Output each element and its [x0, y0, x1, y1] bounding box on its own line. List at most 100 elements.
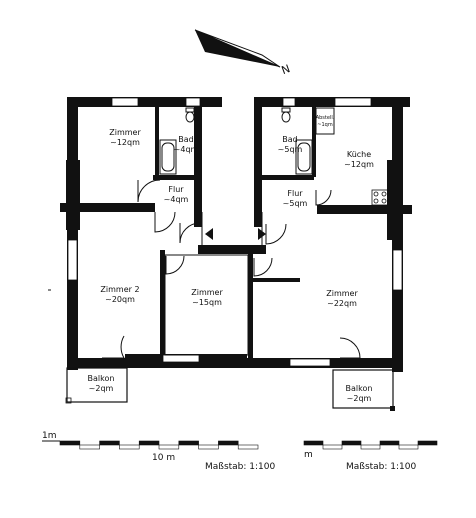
room-flur-left-name: Flur [168, 185, 184, 194]
wall-bad-left-side [155, 107, 159, 177]
scale-bar-left: 1m 10 m Maßstab: 1:100 [42, 431, 275, 472]
window-zimmer-se [289, 358, 331, 367]
door-zimmer-mid [165, 255, 185, 275]
door-zimmer-nw [137, 179, 161, 203]
entrance-arrow-right-icon [258, 228, 266, 240]
doors [102, 179, 361, 359]
room-abstell-area: ~1qm [317, 122, 333, 128]
scale-left-caption: Maßstab: 1:100 [205, 462, 275, 472]
door-flur-right [265, 223, 287, 245]
scale-segment [59, 440, 81, 446]
wall-top-left [67, 97, 222, 107]
room-balkon-left-name: Balkon [88, 374, 115, 383]
wall-mid-se [248, 250, 253, 360]
wall-mid-right [317, 205, 392, 214]
room-flur-left-area: ~4qm [164, 195, 189, 204]
toilet-left-icon [185, 107, 195, 123]
room-bad-left-name: Bad [178, 135, 193, 144]
room-zimmer-se-area: ~22qm [327, 299, 357, 308]
inner-lines [164, 212, 263, 356]
windows [67, 97, 403, 367]
scale-segment [237, 444, 259, 450]
door-zimmer-se [253, 257, 273, 277]
scale-bar-right: m Maßstab: 1:100 [303, 440, 438, 472]
room-balkon-left-area: ~2qm [89, 384, 114, 393]
toilet-right-icon [281, 107, 291, 123]
balkon-left-frame [66, 367, 128, 403]
balkon-right-frame [332, 369, 394, 409]
room-balkon-right-area: ~2qm [347, 394, 372, 403]
wall-stair-right [254, 97, 262, 227]
stove-icon [371, 189, 389, 206]
room-bad-right-name: Bad [282, 135, 297, 144]
scale-segment [379, 440, 400, 446]
scale-right-start: m [304, 450, 313, 460]
room-zimmer-mid-name: Zimmer [191, 288, 223, 297]
room-bad-left-area: ~4qm [174, 145, 199, 154]
wall-bad-left-bottom [153, 175, 198, 180]
walls [60, 97, 412, 372]
scale-segment [322, 444, 343, 450]
scale-segment [198, 444, 219, 450]
scale-segment [398, 444, 419, 450]
door-kueche [315, 189, 332, 206]
scale-segment [158, 444, 180, 450]
entrance-arrow-left-icon [205, 228, 213, 240]
room-balkon-right-name: Balkon [346, 384, 373, 393]
wall-top-right [254, 97, 410, 107]
scale-segment [119, 444, 140, 450]
wall-bad-right-bottom [262, 175, 314, 180]
room-kueche-name: Küche [347, 150, 371, 159]
door-zimmer2 [154, 211, 176, 233]
window-zimmer-mid [162, 354, 200, 363]
scale-left-segments [59, 440, 259, 450]
scale-left-start: 1m [42, 431, 57, 441]
room-kueche-area: ~12qm [344, 160, 374, 169]
north-label: N [280, 62, 292, 77]
window-bad-right [282, 97, 296, 107]
room-flur-right-name: Flur [287, 189, 303, 198]
window-bad-left [185, 97, 201, 107]
room-zimmer-mid-area: ~15qm [192, 298, 222, 307]
window-zimmer2-left [67, 239, 78, 281]
room-zimmer-se-name: Zimmer [326, 289, 358, 298]
door-balkon-right [339, 337, 361, 359]
wall-left-thick [66, 160, 80, 230]
scale-segment [341, 440, 362, 446]
scale-segment [303, 440, 324, 446]
scale-left-mid: 10 m [152, 453, 175, 463]
wall-bad-right-side [312, 107, 316, 177]
north-arrow-icon: N [194, 29, 292, 77]
bathtub-right-icon [295, 139, 313, 175]
scale-segment [99, 440, 120, 446]
scale-segment [360, 444, 381, 450]
room-zimmer-nw-name: Zimmer [109, 128, 141, 137]
scale-segment [138, 440, 160, 446]
room-zimmer2-name: Zimmer 2 [100, 285, 139, 294]
door-flur-left [179, 222, 201, 244]
scale-segment [417, 440, 438, 446]
bathtub-left-icon [159, 139, 177, 175]
wall-left [67, 97, 78, 370]
wall-stair-left [194, 97, 202, 227]
scale-right-caption: Maßstab: 1:100 [346, 462, 416, 472]
north-arrow-tail [194, 29, 281, 68]
scale-segment [218, 440, 239, 446]
window-zimmer-se-right [392, 249, 403, 291]
room-zimmer2-area: ~20qm [105, 295, 135, 304]
scale-segment [178, 440, 199, 446]
window-zimmer-nw [111, 97, 139, 107]
room-zimmer-nw-area: ~12qm [110, 138, 140, 147]
door-balkon-left [102, 335, 125, 359]
wall-corridor-bottom [198, 245, 266, 254]
abstell-box [315, 107, 335, 135]
room-abstell-name: Abstell. [316, 115, 335, 121]
window-kueche [334, 97, 372, 107]
room-bad-right-area: ~5qm [278, 145, 303, 154]
scale-right-segments [303, 440, 438, 450]
room-flur-right-area: ~5qm [283, 199, 308, 208]
wall-zimmer2-mid [160, 250, 165, 360]
wall-right-thick [387, 160, 403, 240]
scale-segment [79, 444, 100, 450]
